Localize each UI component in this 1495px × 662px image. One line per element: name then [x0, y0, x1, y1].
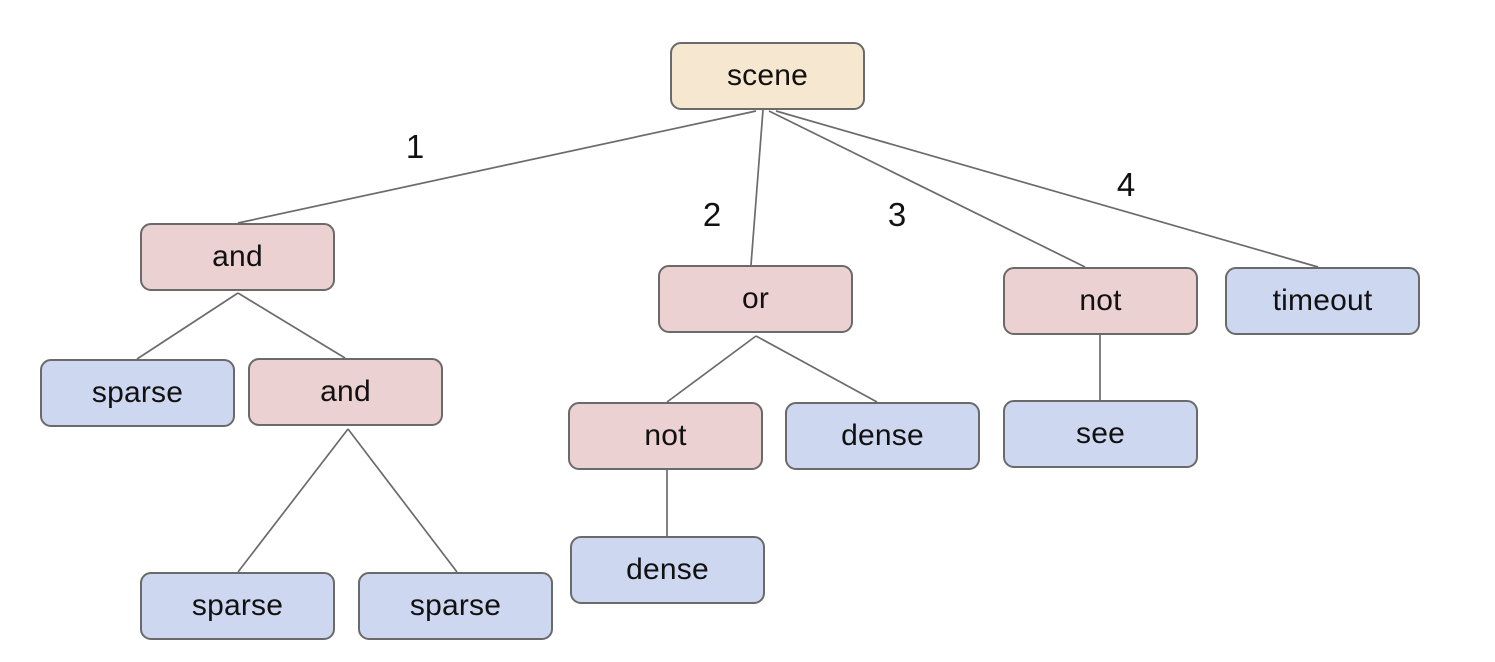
edge-scene-and — [237, 110, 757, 224]
edge-or-dense — [755, 335, 878, 403]
edge-or-not — [666, 335, 757, 403]
edge-and-sparse — [136, 292, 239, 360]
node-scene: scene — [670, 42, 865, 110]
edge-scene-or — [750, 109, 764, 266]
node-and-2: and — [248, 358, 443, 426]
node-sparse-2: sparse — [140, 572, 335, 640]
node-not-branch3: not — [1003, 267, 1198, 335]
edge-label-2: 2 — [702, 196, 722, 233]
edge-scene-timeout — [775, 110, 1319, 268]
node-sparse-1: sparse — [40, 359, 235, 427]
edge-and-and2 — [237, 292, 346, 359]
node-dense-bottom: dense — [570, 536, 765, 604]
edge-label-3: 3 — [887, 196, 907, 233]
edge-and2-sparse3 — [347, 428, 458, 573]
node-not-under-or: not — [568, 402, 763, 470]
edge-and2-sparse2 — [237, 428, 349, 573]
edge-label-4: 4 — [1116, 166, 1136, 203]
edge-scene-not — [768, 110, 1086, 268]
node-dense-right: dense — [785, 402, 980, 470]
node-or: or — [658, 265, 853, 333]
node-sparse-3: sparse — [358, 572, 553, 640]
node-and: and — [140, 223, 335, 291]
node-timeout: timeout — [1225, 267, 1420, 335]
edge-label-1: 1 — [405, 128, 425, 165]
node-see: see — [1003, 400, 1198, 468]
